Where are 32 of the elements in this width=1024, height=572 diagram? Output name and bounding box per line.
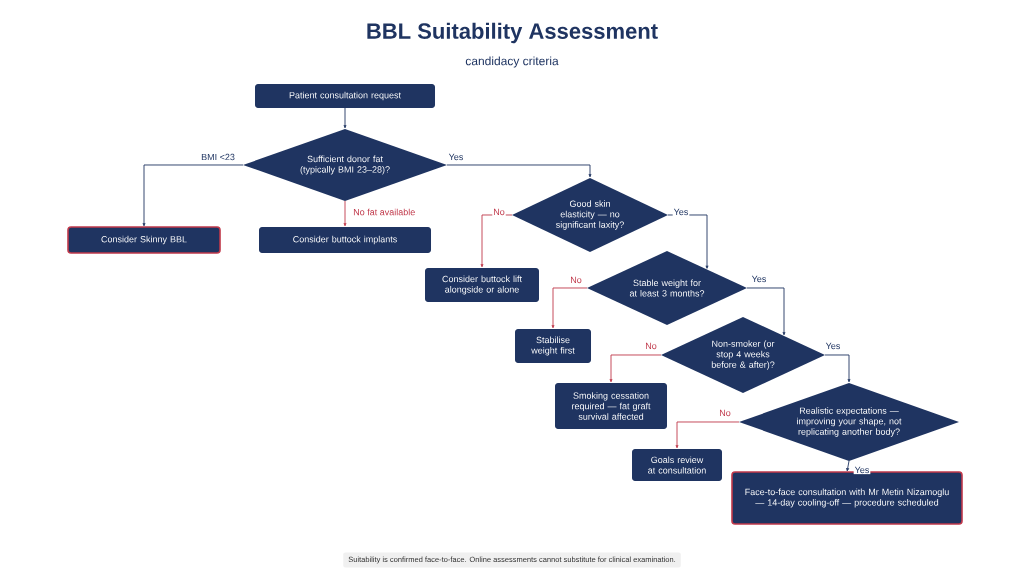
arrow bbox=[343, 107, 347, 129]
edge-label: No bbox=[569, 275, 583, 285]
edge-label: BMI <23 bbox=[200, 152, 236, 162]
arrow bbox=[824, 354, 851, 383]
process-box: Goals review at consultation bbox=[632, 449, 722, 481]
edge-label: Yes bbox=[853, 465, 871, 475]
edge-label: No fat available bbox=[352, 207, 417, 217]
arrow bbox=[675, 421, 740, 449]
arrow bbox=[551, 287, 588, 329]
process-box: Patient consultation request bbox=[255, 84, 435, 108]
subtitle: candidacy criteria bbox=[465, 56, 559, 68]
edge-label: Yes bbox=[672, 207, 690, 217]
title: BBL Suitability Assessment bbox=[367, 22, 658, 44]
edge-label: Yes bbox=[750, 274, 768, 284]
arrow bbox=[609, 354, 662, 383]
edge-label: No bbox=[492, 207, 506, 217]
process-box: Smoking cessation required — fat graft survival affected bbox=[555, 383, 667, 429]
arrow bbox=[142, 164, 244, 227]
arrow bbox=[846, 460, 850, 472]
outcome-box: Consider Skinny BBL bbox=[67, 226, 221, 254]
process-box: Consider buttock lift alongside or alone bbox=[425, 268, 539, 302]
edge-label: No bbox=[644, 341, 658, 351]
process-box: Consider buttock implants bbox=[259, 227, 431, 253]
arrow bbox=[343, 200, 347, 227]
edge-label: Yes bbox=[447, 152, 465, 162]
edge-label: No bbox=[718, 408, 732, 418]
edge-label: Yes bbox=[824, 341, 842, 351]
arrow bbox=[480, 214, 513, 268]
arrow bbox=[667, 214, 709, 269]
arrow bbox=[746, 287, 786, 336]
arrow bbox=[446, 164, 592, 178]
process-box: Stabilise weight first bbox=[515, 329, 591, 363]
